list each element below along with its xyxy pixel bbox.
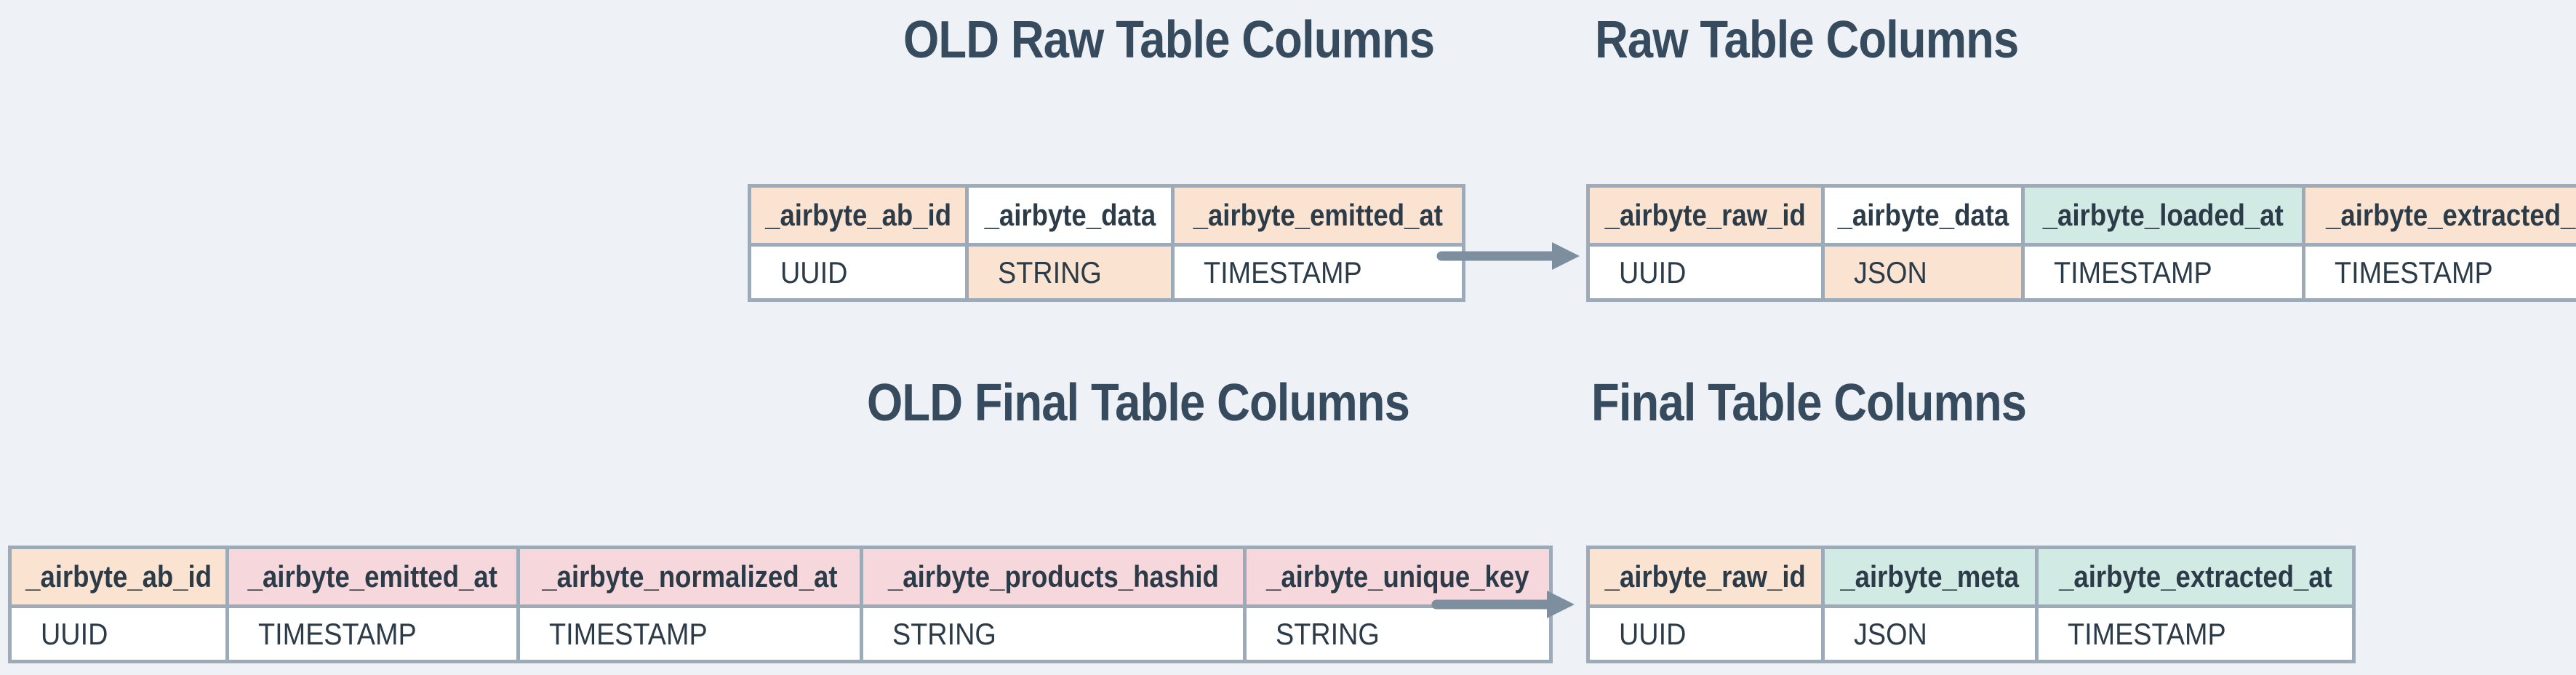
column-type-cell: UUID bbox=[1586, 243, 1825, 302]
column-name-label: _airbyte_loaded_at bbox=[2043, 198, 2284, 232]
section-title-old-raw: OLD Raw Table Columns bbox=[903, 11, 1435, 69]
final-table: _airbyte_raw_id _airbyte_meta _airbyte_e… bbox=[1586, 546, 2356, 663]
column-type-label: JSON bbox=[1853, 616, 1927, 651]
column-name-label: _airbyte_ab_id bbox=[765, 198, 952, 232]
column-type-cell: TIMESTAMP bbox=[2034, 604, 2356, 663]
column-type-label: UUID bbox=[1619, 616, 1687, 651]
column-type-label: STRING bbox=[1276, 616, 1380, 651]
old-raw-type-row: UUID STRING TIMESTAMP bbox=[747, 243, 1465, 302]
column-type-label: TIMESTAMP bbox=[258, 616, 417, 651]
column-type-cell: TIMESTAMP bbox=[2021, 243, 2305, 302]
column-header-cell: _airbyte_emitted_at bbox=[1171, 184, 1465, 247]
column-header-cell: _airbyte_ab_id bbox=[7, 546, 230, 608]
section-title-final: Final Table Columns bbox=[1591, 374, 2027, 432]
column-name-label: _airbyte_raw_id bbox=[1604, 559, 1806, 594]
column-type-label: TIMESTAMP bbox=[1204, 255, 1362, 289]
raw-migration-arrow-icon bbox=[1436, 242, 1580, 270]
column-type-label: UUID bbox=[1619, 255, 1687, 289]
column-header-cell: _airbyte_data bbox=[1820, 184, 2025, 247]
column-type-cell: UUID bbox=[7, 604, 230, 663]
column-header-cell: _airbyte_extracted_at bbox=[2301, 184, 2576, 247]
column-type-cell: STRING bbox=[1243, 604, 1553, 663]
column-type-cell: UUID bbox=[1586, 604, 1825, 663]
column-name-label: _airbyte_emitted_at bbox=[1193, 198, 1444, 232]
column-header-cell: _airbyte_raw_id bbox=[1586, 546, 1825, 608]
column-header-cell: _airbyte_loaded_at bbox=[2021, 184, 2305, 247]
column-type-label: JSON bbox=[1853, 255, 1927, 289]
old-final-header-row: _airbyte_ab_id _airbyte_emitted_at _airb… bbox=[7, 546, 1553, 608]
raw-type-row: UUID JSON TIMESTAMP TIMESTAMP bbox=[1586, 243, 2576, 302]
column-name-label: _airbyte_products_hashid bbox=[887, 559, 1219, 594]
column-type-label: UUID bbox=[780, 255, 848, 289]
column-type-cell: TIMESTAMP bbox=[1171, 243, 1465, 302]
column-type-cell: JSON bbox=[1820, 243, 2025, 302]
final-type-row: UUID JSON TIMESTAMP bbox=[1586, 604, 2356, 663]
column-name-label: _airbyte_meta bbox=[1840, 559, 2019, 594]
old-final-table: _airbyte_ab_id _airbyte_emitted_at _airb… bbox=[7, 546, 1553, 663]
raw-header-row: _airbyte_raw_id _airbyte_data _airbyte_l… bbox=[1586, 184, 2576, 247]
column-header-cell: _airbyte_unique_key bbox=[1243, 546, 1553, 608]
column-type-cell: TIMESTAMP bbox=[516, 604, 863, 663]
column-header-cell: _airbyte_meta bbox=[1820, 546, 2039, 608]
column-type-cell: JSON bbox=[1820, 604, 2039, 663]
raw-table: _airbyte_raw_id _airbyte_data _airbyte_l… bbox=[1586, 184, 2576, 302]
column-name-label: _airbyte_normalized_at bbox=[542, 559, 838, 594]
column-type-cell: STRING bbox=[859, 604, 1247, 663]
column-type-cell: STRING bbox=[965, 243, 1175, 302]
column-type-label: TIMESTAMP bbox=[2334, 255, 2493, 289]
section-title-old-final: OLD Final Table Columns bbox=[867, 374, 1410, 432]
old-final-type-row: UUID TIMESTAMP TIMESTAMP STRING STRING bbox=[7, 604, 1553, 663]
column-name-label: _airbyte_emitted_at bbox=[247, 559, 498, 594]
column-name-label: _airbyte_raw_id bbox=[1604, 198, 1806, 232]
column-name-label: _airbyte_extracted_at bbox=[2058, 559, 2332, 594]
old-raw-header-row: _airbyte_ab_id _airbyte_data _airbyte_em… bbox=[747, 184, 1465, 247]
column-type-label: TIMESTAMP bbox=[548, 616, 708, 651]
column-header-cell: _airbyte_normalized_at bbox=[516, 546, 863, 608]
column-type-label: TIMESTAMP bbox=[2067, 616, 2226, 651]
column-type-label: STRING bbox=[998, 255, 1102, 289]
column-header-cell: _airbyte_products_hashid bbox=[859, 546, 1247, 608]
section-title-raw: Raw Table Columns bbox=[1595, 11, 2019, 69]
column-name-label: _airbyte_unique_key bbox=[1266, 559, 1529, 594]
column-type-label: TIMESTAMP bbox=[2054, 255, 2213, 289]
final-migration-arrow-icon bbox=[1431, 591, 1575, 618]
column-type-label: STRING bbox=[892, 616, 996, 651]
column-type-cell: UUID bbox=[747, 243, 969, 302]
column-name-label: _airbyte_ab_id bbox=[25, 559, 212, 594]
final-header-row: _airbyte_raw_id _airbyte_meta _airbyte_e… bbox=[1586, 546, 2356, 608]
column-type-cell: TIMESTAMP bbox=[225, 604, 520, 663]
column-name-label: _airbyte_data bbox=[984, 198, 1156, 232]
column-name-label: _airbyte_data bbox=[1837, 198, 2009, 232]
column-type-label: UUID bbox=[41, 616, 108, 651]
column-header-cell: _airbyte_emitted_at bbox=[225, 546, 520, 608]
column-header-cell: _airbyte_ab_id bbox=[747, 184, 969, 247]
column-header-cell: _airbyte_extracted_at bbox=[2034, 546, 2356, 608]
column-header-cell: _airbyte_raw_id bbox=[1586, 184, 1825, 247]
column-name-label: _airbyte_extracted_at bbox=[2325, 198, 2576, 232]
column-header-cell: _airbyte_data bbox=[965, 184, 1175, 247]
column-type-cell: TIMESTAMP bbox=[2301, 243, 2576, 302]
old-raw-table: _airbyte_ab_id _airbyte_data _airbyte_em… bbox=[747, 184, 1465, 302]
